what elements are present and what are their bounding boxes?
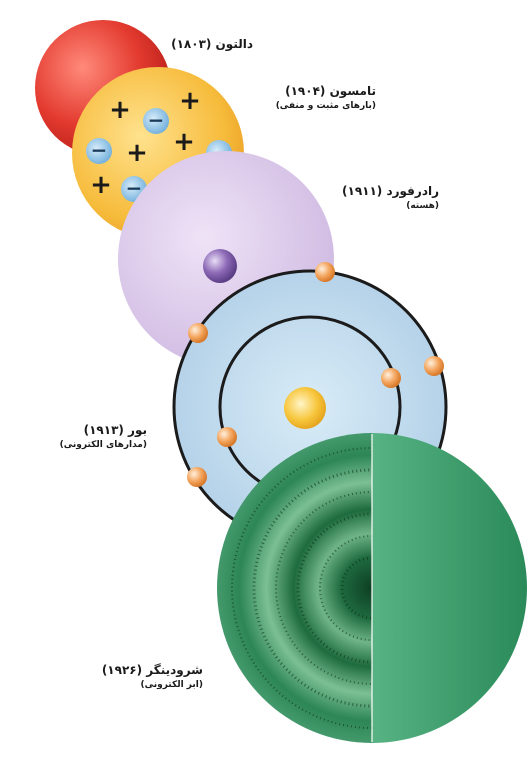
electron [315, 262, 335, 282]
rutherford-nucleus [203, 249, 237, 283]
label-thomson: تامسون (۱۹۰۴) (بارهای مثبت و منفی) [276, 84, 376, 111]
label-rutherford: رادرفورد (۱۹۱۱) (هسته) [342, 184, 439, 211]
schrodinger-model [217, 433, 527, 743]
label-thomson-title: تامسون (۱۹۰۴) [276, 84, 376, 98]
negative-sign: − [91, 138, 108, 162]
label-dalton-title: دالتون (۱۸۰۳) [171, 37, 253, 51]
label-schrodinger-title: شرودینگر (۱۹۲۶) [102, 663, 203, 677]
label-bohr-subtitle: (مدارهای الکترونی) [60, 440, 147, 450]
positive-sign: + [179, 86, 201, 116]
electron [381, 368, 401, 388]
electron [217, 427, 237, 447]
positive-sign: + [90, 170, 112, 200]
electron [188, 323, 208, 343]
positive-sign: + [173, 127, 195, 157]
bohr-nucleus [284, 387, 326, 429]
electron [424, 356, 444, 376]
electron [187, 467, 207, 487]
label-bohr: بور (۱۹۱۳) (مدارهای الکترونی) [60, 423, 147, 450]
label-rutherford-subtitle: (هسته) [342, 201, 439, 211]
positive-sign: + [109, 95, 131, 125]
label-dalton: دالتون (۱۸۰۳) [171, 37, 253, 51]
label-thomson-subtitle: (بارهای مثبت و منفی) [276, 101, 376, 111]
label-rutherford-title: رادرفورد (۱۹۱۱) [342, 184, 439, 198]
positive-sign: + [126, 138, 148, 168]
negative-sign: − [148, 108, 165, 132]
label-schrodinger-subtitle: (ابر الکترونی) [102, 680, 203, 690]
label-bohr-title: بور (۱۹۱۳) [60, 423, 147, 437]
label-schrodinger: شرودینگر (۱۹۲۶) (ابر الکترونی) [102, 663, 203, 690]
